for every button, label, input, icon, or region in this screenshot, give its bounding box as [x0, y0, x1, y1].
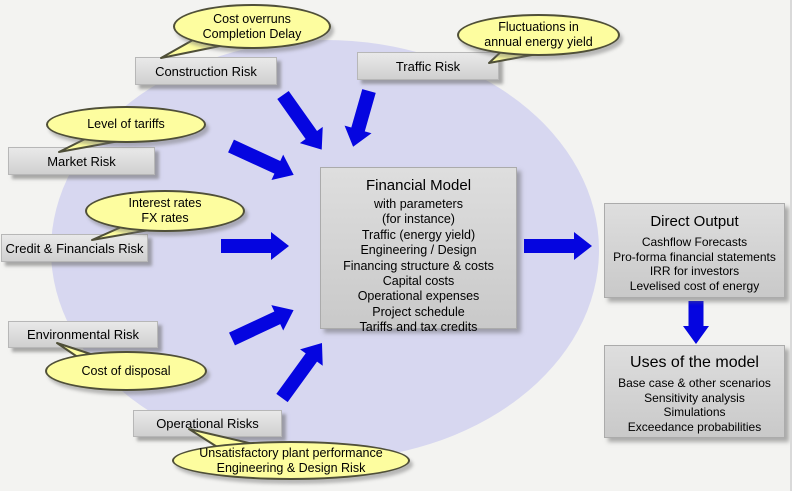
financial-model-line: Capital costs: [382, 274, 455, 289]
financial-model-title: Financial Model: [365, 177, 472, 194]
risk-box-construction: Construction Risk: [135, 57, 277, 85]
callout-construction-line2: Completion Delay: [202, 26, 302, 41]
callout-construction: Cost overruns Completion Delay: [173, 4, 331, 49]
callout-credit-line1: Interest rates: [128, 196, 202, 210]
risk-box-construction-label: Construction Risk: [155, 63, 257, 79]
uses-of-model-title: Uses of the model: [630, 354, 759, 371]
callout-credit-line2: FX rates: [141, 211, 189, 225]
financial-model-line: Tariffs and tax credits: [359, 320, 478, 335]
risk-box-credit-label: Credit & Financials Risk: [5, 240, 144, 256]
financial-model-line: Engineering / Design: [360, 243, 477, 258]
uses-of-model-line: Exceedance probabilities: [627, 419, 762, 434]
callout-traffic-line1: Fluctuations in: [498, 20, 579, 34]
callout-traffic-line2: annual energy yield: [484, 35, 593, 49]
arrow-environmental-to-model: [229, 305, 294, 346]
financial-model-line: with parameters: [374, 197, 463, 211]
callout-traffic: Fluctuations in annual energy yield: [457, 14, 620, 56]
risk-box-operational: Operational Risks: [133, 410, 282, 437]
arrow-credit-to-model: [221, 232, 289, 260]
callout-credit: Interest rates FX rates: [85, 190, 245, 232]
financial-model-box: Financial Model with parameters (for ins…: [320, 167, 517, 334]
direct-output-line: Levelised cost of energy: [629, 278, 760, 293]
arrow-operational-to-model: [276, 342, 323, 403]
callout-market-line1: Level of tariffs: [87, 117, 165, 131]
callout-environmental-line1: Cost of disposal: [81, 363, 171, 378]
risk-box-credit: Credit & Financials Risk: [1, 234, 148, 262]
callout-environmental: Cost of disposal: [45, 351, 207, 391]
risk-box-environmental-label: Environmental Risk: [27, 327, 139, 342]
callout-construction-line1: Cost overruns: [213, 11, 291, 26]
uses-of-model-line: Simulations: [663, 405, 726, 420]
financial-model-line: Operational expenses: [357, 289, 480, 304]
direct-output-title: Direct Output: [650, 213, 739, 230]
risk-box-traffic-label: Traffic Risk: [395, 58, 461, 74]
risk-box-environmental: Environmental Risk: [8, 321, 158, 348]
callout-operational: Unsatisfactory plant performance Enginee…: [172, 441, 410, 480]
callout-market: Level of tariffs: [46, 106, 206, 143]
uses-of-model-line: Sensitivity analysis: [644, 390, 745, 405]
risk-box-traffic: Traffic Risk: [357, 52, 499, 80]
risk-box-market: Market Risk: [8, 147, 155, 175]
arrow-model-to-output: [524, 232, 592, 260]
uses-of-model-line: Base case & other scenarios: [618, 376, 771, 390]
arrow-market-to-model: [228, 139, 294, 181]
callout-operational-line1: Unsatisfactory plant performance: [199, 445, 383, 460]
direct-output-box: Direct Output Cashflow Forecasts Pro-for…: [604, 203, 785, 298]
direct-output-line: Cashflow Forecasts: [641, 235, 748, 249]
arrow-traffic-to-model: [344, 89, 376, 147]
direct-output-line: Pro-forma financial statements: [613, 249, 776, 264]
financial-model-line: Financing structure & costs: [343, 258, 494, 273]
financial-model-line: Traffic (energy yield): [361, 227, 476, 242]
risk-box-market-label: Market Risk: [47, 153, 116, 169]
callout-operational-line2: Engineering & Design Risk: [216, 460, 366, 475]
financial-model-line: (for instance): [382, 212, 455, 227]
arrow-construction-to-model: [277, 90, 323, 150]
risk-box-operational-label: Operational Risks: [156, 416, 259, 431]
arrow-output-to-uses: [683, 301, 709, 344]
financial-model-line: Project schedule: [372, 304, 465, 319]
uses-of-model-box: Uses of the model Base case & other scen…: [604, 345, 785, 438]
direct-output-line: IRR for investors: [649, 264, 740, 279]
